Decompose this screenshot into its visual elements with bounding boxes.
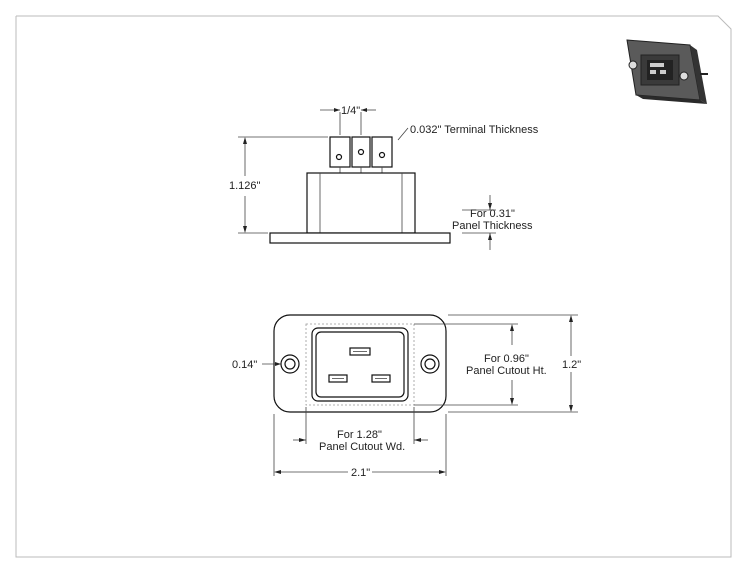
cutout-height-line1: For 0.96"	[484, 353, 529, 365]
connector-3d-render	[626, 39, 708, 104]
cutout-width-line2: Panel Cutout Wd.	[319, 441, 405, 453]
connector-face-inner	[315, 331, 405, 398]
terminal-thickness-label: 0.032" Terminal Thickness	[410, 124, 539, 136]
side-view: 1/4" 0.032" Terminal Thickness 1.126" Fo…	[229, 105, 539, 250]
front-view: 0.14" For 0.96" Panel Cutout Ht. 1.2" Fo…	[232, 314, 581, 479]
sheet-border	[16, 15, 732, 558]
cutout-width-line1: For 1.28"	[337, 429, 382, 441]
panel-cutout-outline	[305, 323, 415, 406]
flange-height-label: 1.2"	[562, 359, 581, 371]
panel-thickness-line1: For 0.31"	[470, 208, 515, 220]
hole-offset-label: 0.14"	[232, 359, 257, 371]
cutout-height-line2: Panel Cutout Ht.	[466, 365, 547, 377]
overall-height-label: 1.126"	[229, 180, 261, 192]
panel-thickness-line2: Panel Thickness	[452, 220, 533, 232]
terminal-pitch-label: 1/4"	[341, 105, 360, 117]
flange-side	[269, 232, 451, 244]
sheet-border-left	[15, 16, 400, 558]
connector-body-side	[306, 172, 416, 234]
terminal-left	[329, 136, 351, 168]
flange-width-label: 2.1"	[351, 467, 370, 479]
